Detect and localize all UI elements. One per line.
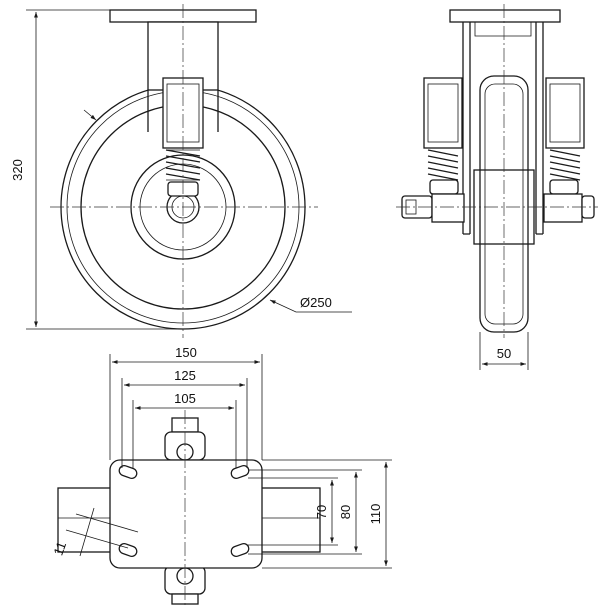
side-top-plate: [449, 9, 561, 23]
hole-spacing-width-outer-label: 80: [338, 505, 353, 519]
hole-spacing-outer-dimension: 125: [121, 368, 248, 468]
hole-spacing-width-outer-dimension: 80: [248, 469, 362, 555]
hole-spacing-outer-label: 125: [174, 368, 196, 383]
plate-length-label: 150: [175, 345, 197, 360]
side-left-spring: [401, 77, 465, 223]
height-label: 320: [10, 159, 25, 181]
bottom-view: 150 125 105 70 80: [50, 345, 392, 606]
height-dimension: 320: [10, 9, 183, 330]
diameter-label: Ø250: [300, 295, 332, 310]
hole-spacing-inner-dimension: 105: [132, 391, 237, 468]
wheel-width-label: 50: [497, 346, 511, 361]
slot-width-dimension: 11: [50, 507, 139, 558]
plate-width-label: 110: [368, 504, 383, 525]
slot-width-label: 11: [50, 540, 69, 558]
mounting-slots: [118, 464, 250, 558]
front-view: 320 Ø250: [10, 4, 352, 338]
plate-width-dimension: 110: [262, 459, 392, 569]
hole-spacing-inner-label: 105: [174, 391, 196, 406]
side-fork: [462, 22, 544, 235]
hole-spacing-width-inner-label: 70: [314, 505, 329, 519]
wheel-width-dimension: 50: [479, 332, 529, 370]
side-view: 50: [396, 4, 598, 370]
bottom-plate: [109, 459, 263, 569]
hole-spacing-width-inner-dimension: 70: [248, 477, 338, 546]
plate-length-dimension: 150: [109, 345, 263, 460]
side-right-spring: [543, 77, 595, 223]
diameter-dimension: Ø250: [269, 295, 352, 313]
